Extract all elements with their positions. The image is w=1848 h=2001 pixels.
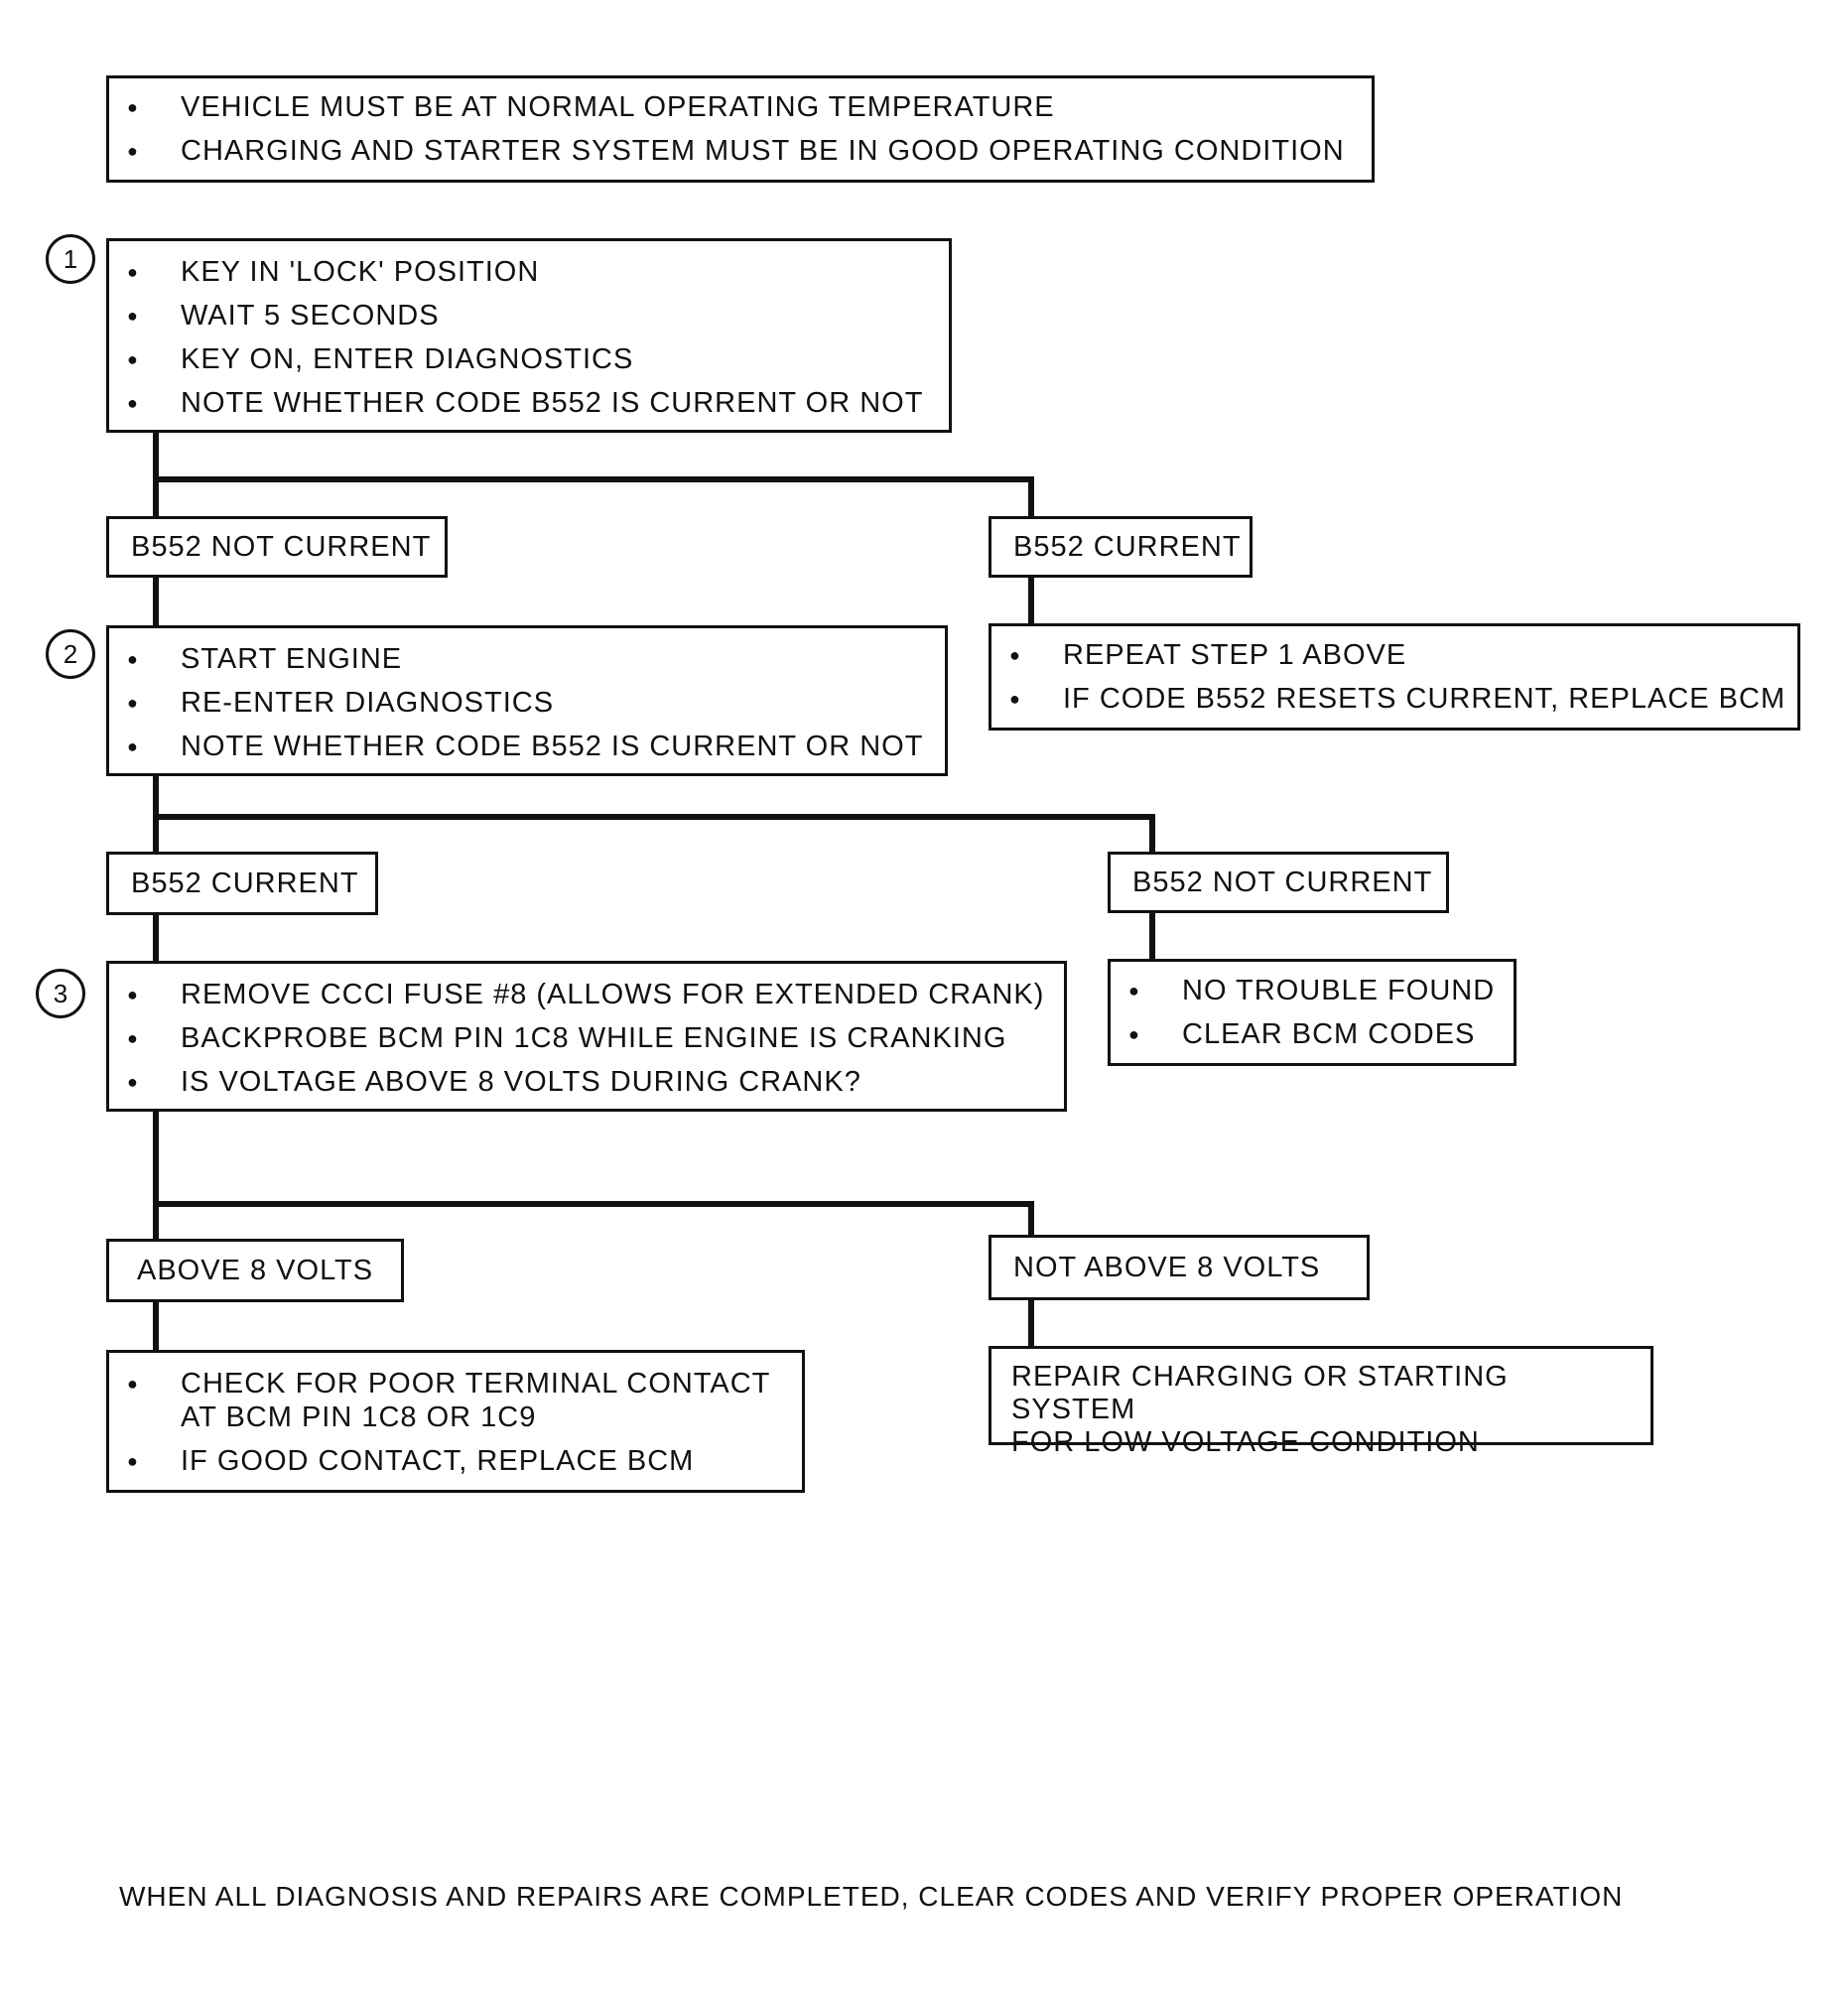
action-line: REPAIR CHARGING OR STARTING SYSTEM: [1011, 1361, 1509, 1425]
step1-box: KEY IN 'LOCK' POSITION WAIT 5 SECONDS KE…: [106, 238, 952, 433]
step3-left-action-item: IF GOOD CONTACT, REPLACE BCM: [109, 1444, 802, 1478]
precondition-item: CHARGING AND STARTER SYSTEM MUST BE IN G…: [109, 134, 1372, 168]
step3-item: IS VOLTAGE ABOVE 8 VOLTS DURING CRANK?: [109, 1065, 1064, 1099]
step1-right-action-item: IF CODE B552 RESETS CURRENT, REPLACE BCM: [991, 682, 1797, 716]
item-line: CHECK FOR POOR TERMINAL CONTACT: [181, 1368, 771, 1400]
action-line: FOR LOW VOLTAGE CONDITION: [1011, 1426, 1480, 1458]
connector-line: [1028, 1298, 1034, 1348]
step3-right-action-box: REPAIR CHARGING OR STARTING SYSTEM FOR L…: [989, 1346, 1653, 1458]
step1-item: WAIT 5 SECONDS: [109, 299, 949, 333]
connector-line: [1028, 1201, 1034, 1237]
item-line: AT BCM PIN 1C8 OR 1C9: [181, 1401, 537, 1433]
step1-item: NOTE WHETHER CODE B552 IS CURRENT OR NOT: [109, 386, 949, 420]
preconditions-box: VEHICLE MUST BE AT NORMAL OPERATING TEMP…: [106, 75, 1375, 183]
step1-right-outcome: B552 CURRENT: [989, 516, 1253, 578]
connector-line: [1028, 476, 1034, 516]
precondition-item: VEHICLE MUST BE AT NORMAL OPERATING TEMP…: [109, 90, 1372, 124]
step3-left-action-box: CHECK FOR POOR TERMINAL CONTACT AT BCM P…: [106, 1350, 805, 1493]
step3-item: BACKPROBE BCM PIN 1C8 WHILE ENGINE IS CR…: [109, 1021, 1064, 1055]
step-number-badge: 1: [46, 234, 95, 284]
step3-left-action-item: CHECK FOR POOR TERMINAL CONTACT AT BCM P…: [109, 1367, 802, 1434]
step1-item: KEY IN 'LOCK' POSITION: [109, 255, 949, 289]
step2-right-action-item: CLEAR BCM CODES: [1111, 1017, 1514, 1051]
connector-line: [153, 1110, 159, 1241]
step3-right-outcome: NOT ABOVE 8 VOLTS: [989, 1235, 1370, 1300]
step2-box: START ENGINE RE-ENTER DIAGNOSTICS NOTE W…: [106, 625, 948, 776]
connector-line: [153, 814, 1155, 820]
step1-item: KEY ON, ENTER DIAGNOSTICS: [109, 342, 949, 376]
connector-line: [153, 913, 159, 965]
footer-note: WHEN ALL DIAGNOSIS AND REPAIRS ARE COMPL…: [119, 1881, 1624, 1912]
connector-line: [1149, 814, 1155, 854]
connector-line: [153, 1201, 1034, 1207]
step2-item: NOTE WHETHER CODE B552 IS CURRENT OR NOT: [109, 730, 945, 763]
connector-line: [1028, 576, 1034, 625]
step2-item: START ENGINE: [109, 642, 945, 676]
connector-line: [153, 1300, 159, 1352]
step-number-badge: 2: [46, 629, 95, 679]
step1-left-outcome: B552 NOT CURRENT: [106, 516, 448, 578]
step1-right-action-box: REPEAT STEP 1 ABOVE IF CODE B552 RESETS …: [989, 623, 1800, 731]
connector-line: [1149, 911, 1155, 961]
connector-line: [153, 476, 1034, 482]
step3-item: REMOVE CCCI FUSE #8 (ALLOWS FOR EXTENDED…: [109, 978, 1064, 1011]
step2-right-action-item: NO TROUBLE FOUND: [1111, 974, 1514, 1007]
connector-line: [153, 576, 159, 627]
step3-left-outcome: ABOVE 8 VOLTS: [106, 1239, 404, 1302]
step-number-badge: 3: [36, 969, 85, 1018]
step2-right-outcome: B552 NOT CURRENT: [1108, 852, 1449, 913]
step3-box: REMOVE CCCI FUSE #8 (ALLOWS FOR EXTENDED…: [106, 961, 1067, 1112]
step2-item: RE-ENTER DIAGNOSTICS: [109, 686, 945, 720]
step2-right-action-box: NO TROUBLE FOUND CLEAR BCM CODES: [1108, 959, 1517, 1066]
step2-left-outcome: B552 CURRENT: [106, 852, 378, 915]
step1-right-action-item: REPEAT STEP 1 ABOVE: [991, 638, 1797, 672]
connector-line: [153, 431, 159, 520]
